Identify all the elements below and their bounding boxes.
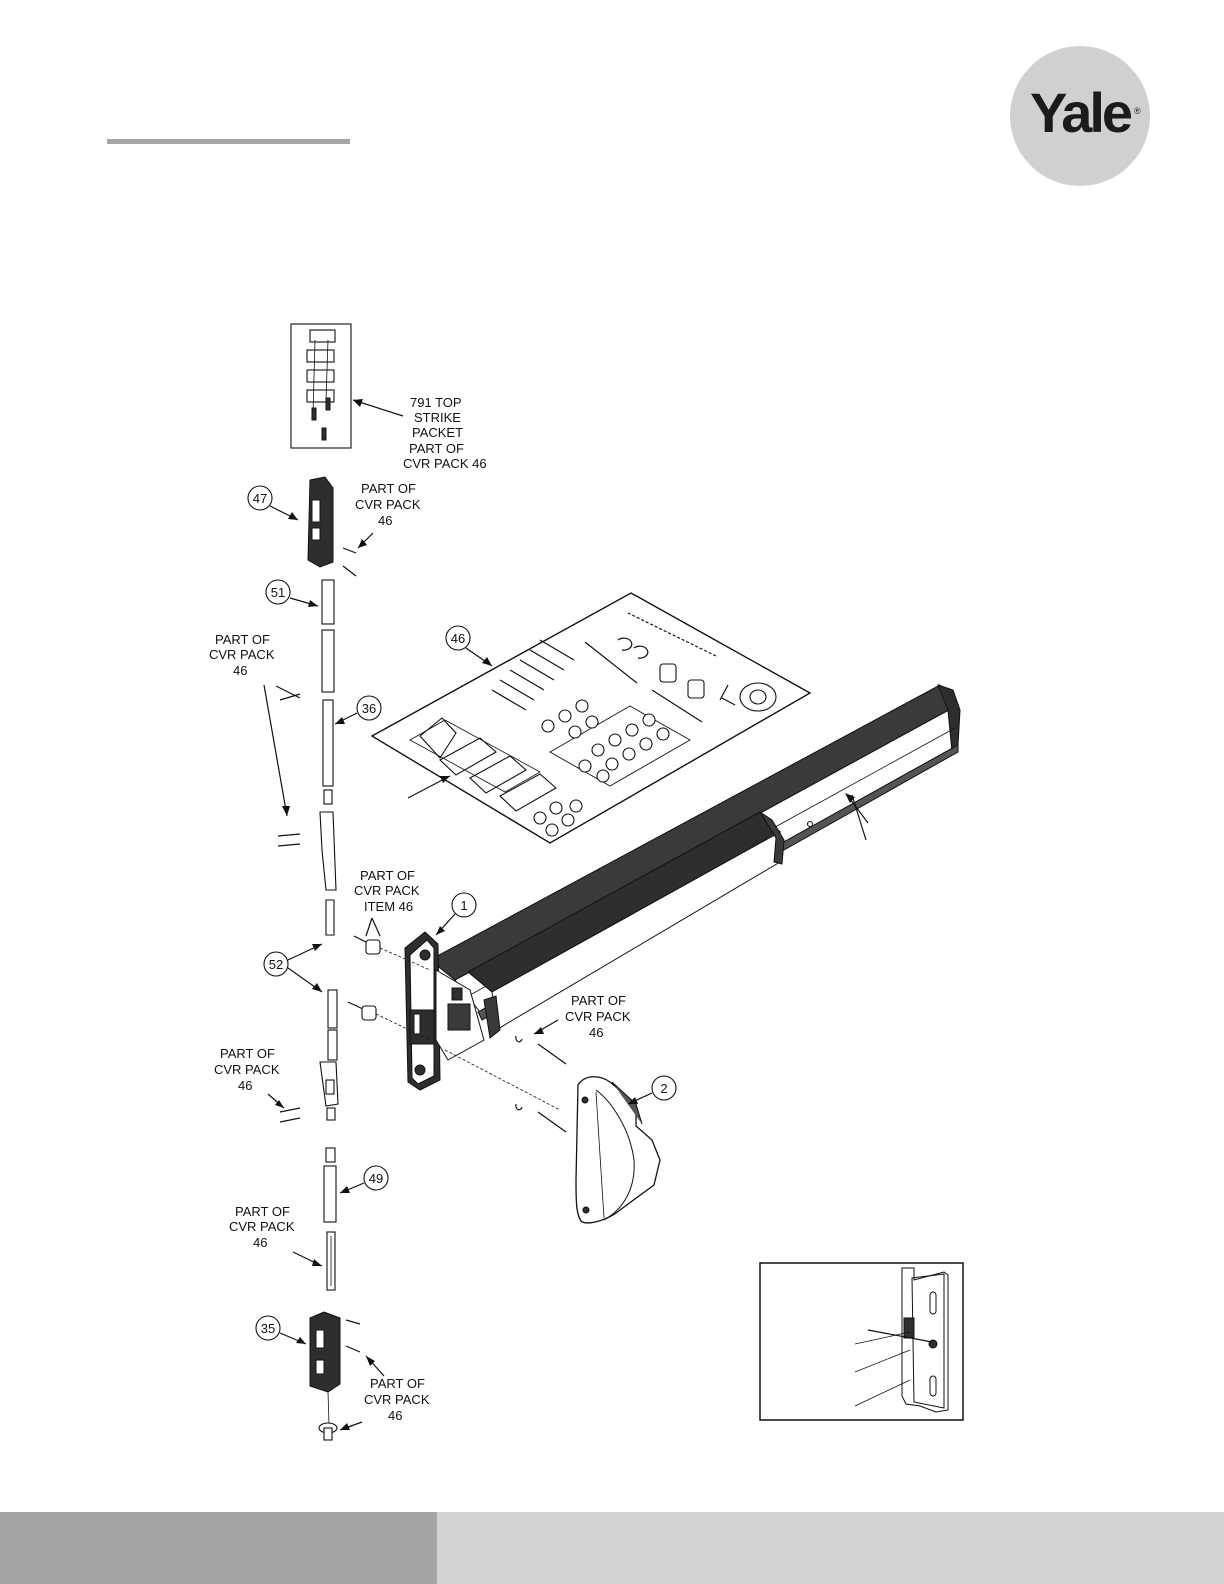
lower-rod-49 bbox=[324, 1148, 336, 1290]
label-cvr-pack-item-46: PART OF CVR PACK ITEM 46 bbox=[354, 868, 423, 914]
lower-rod-52 bbox=[280, 990, 338, 1122]
rod-connector-upper bbox=[278, 812, 336, 935]
label-top-strike: 791 TOP STRIKE PACKET PART OF CVR PACK 4… bbox=[403, 395, 487, 471]
footer-bar-right bbox=[437, 1512, 1224, 1584]
callout-49: 49 bbox=[340, 1166, 388, 1193]
bottom-latch-35 bbox=[310, 1312, 360, 1440]
top-rod-51 bbox=[322, 580, 334, 804]
svg-text:51: 51 bbox=[271, 585, 285, 600]
callout-52: 52 bbox=[264, 944, 322, 992]
inset-detail bbox=[760, 1263, 963, 1420]
svg-text:49: 49 bbox=[369, 1171, 383, 1186]
callout-51: 51 bbox=[266, 580, 318, 607]
footer-bar-left bbox=[0, 1512, 437, 1584]
callout-36: 36 bbox=[335, 696, 381, 724]
callout-46: 46 bbox=[446, 626, 492, 666]
svg-text:36: 36 bbox=[362, 701, 376, 716]
label-cvr-pack-endcap: PART OF CVR PACK 46 bbox=[565, 993, 634, 1040]
svg-text:1: 1 bbox=[460, 898, 467, 913]
callout-35: 35 bbox=[256, 1316, 306, 1344]
callout-47: 47 bbox=[248, 486, 298, 520]
top-strike-packet bbox=[291, 324, 351, 448]
label-cvr-pack-bottom: PART OF CVR PACK 46 bbox=[364, 1376, 433, 1423]
label-cvr-pack-rod: PART OF CVR PACK 46 bbox=[209, 632, 278, 678]
svg-text:35: 35 bbox=[261, 1321, 275, 1336]
callout-1: 1 bbox=[436, 893, 476, 935]
label-cvr-pack-lower-52: PART OF CVR PACK 46 bbox=[214, 1046, 283, 1093]
svg-text:2: 2 bbox=[660, 1081, 667, 1096]
end-cap-2 bbox=[576, 1077, 660, 1223]
svg-text:52: 52 bbox=[269, 957, 283, 972]
svg-text:46: 46 bbox=[451, 631, 465, 646]
label-cvr-pack-47: PART OF CVR PACK 46 bbox=[355, 481, 424, 528]
svg-text:47: 47 bbox=[253, 491, 267, 506]
callout-2: 2 bbox=[628, 1076, 676, 1104]
label-cvr-pack-lower-49: PART OF CVR PACK 46 bbox=[229, 1204, 298, 1250]
top-latch-47 bbox=[308, 477, 356, 576]
